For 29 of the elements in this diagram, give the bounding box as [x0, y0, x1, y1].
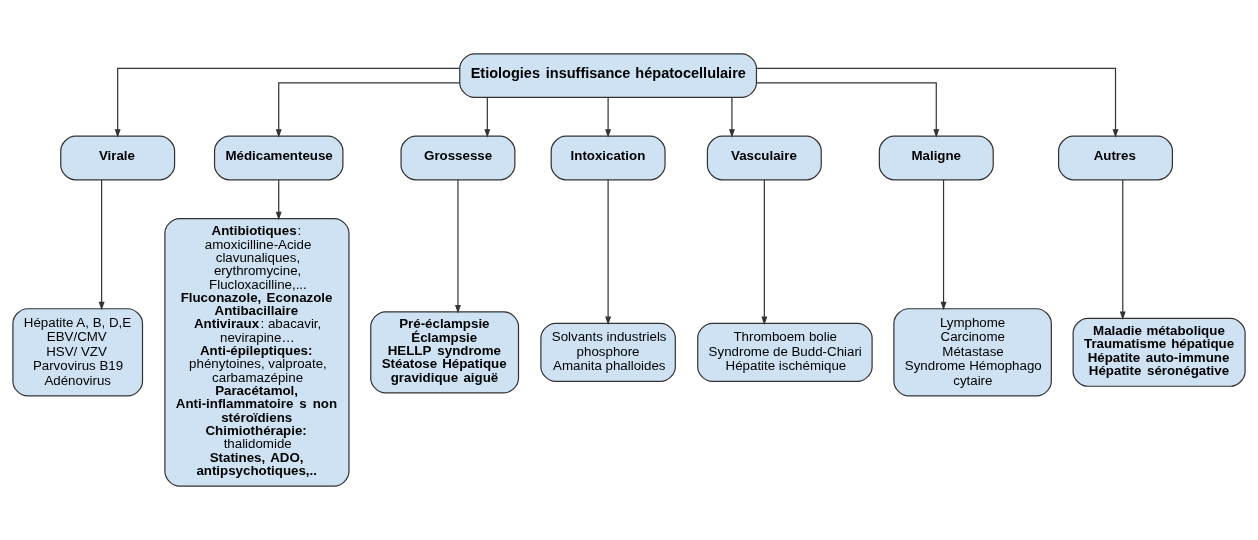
node-box: Virale [60, 135, 176, 181]
arrow [1119, 179, 1126, 320]
arrow [940, 179, 947, 311]
arrow [761, 179, 768, 326]
arrow [484, 97, 491, 138]
node-box: Hépatite A, B, D,E EBV/CMV HSV/ VZV Parvovirus B19 Adénovirus [12, 308, 144, 397]
node-box: Antibiotiques: amoxicilline-Acide clavunaliques, erythromycine, Flucloxacilline,... Fluconazole, Econazole Antibacillaire Antiviraux: abacavir, nevirapine… Anti-épileptiques: phénytoines, valproate, carbamazépine Paracétamol, Anti-inflammatoire s non stéroïdiens Chimiothérapie: thalidomide Statines, ADO, antipsychotiques,.. [164, 217, 350, 487]
arrow [605, 179, 612, 326]
arrow [756, 82, 940, 138]
node-box: Etiologies insuffisance hépatocellulaire [459, 53, 758, 99]
node-box: Médicamenteuse [213, 135, 344, 181]
node-box: Lymphome Carcinome Métastase Syndrome Hémophago cytaire [893, 308, 1052, 397]
node-box: Grossesse [400, 135, 516, 181]
arrow [114, 67, 461, 138]
node-box: Pré-éclampsie Éclampsie HELLP syndrome Stéatose Hépatique gravidique aiguë [370, 311, 520, 394]
node-box: Maladie métabolique Traumatisme hépatique Hépatite auto-immune Hépatite séronégative [1072, 317, 1246, 387]
node-box: Solvants industriels phosphore Amanita phalloides [540, 322, 676, 382]
arrow [728, 97, 735, 138]
node-box: Vasculaire [706, 135, 822, 181]
arrow [275, 82, 460, 138]
node-box: Intoxication [550, 135, 666, 181]
arrow [275, 179, 282, 221]
arrow [454, 179, 461, 314]
node-box: Autres [1058, 135, 1174, 181]
arrow [98, 179, 105, 311]
arrow [755, 67, 1119, 138]
arrow [605, 97, 612, 138]
node-box: Maligne [878, 135, 994, 181]
node-box: Thromboem bolie Syndrome de Budd-Chiari Hépatite ischémique [697, 322, 873, 382]
